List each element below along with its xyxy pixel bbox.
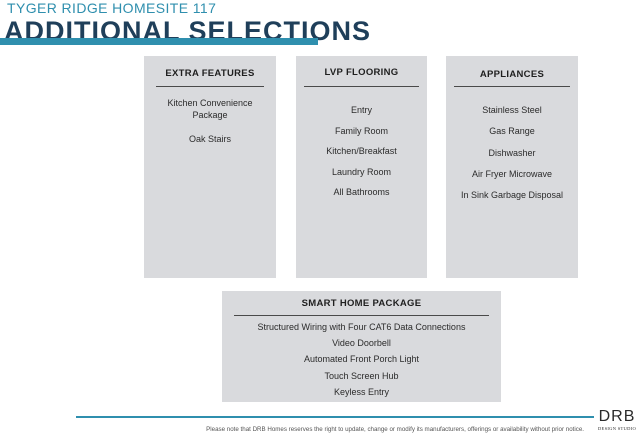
list-item: All Bathrooms [333, 187, 390, 198]
smart-home-list: Structured Wiring with Four CAT6 Data Co… [222, 319, 501, 400]
appliances-list: Stainless Steel Gas Range Dishwasher Air… [446, 100, 578, 206]
list-item: Dishwasher [488, 147, 536, 158]
extra-features-heading: EXTRA FEATURES [165, 68, 255, 79]
lvp-flooring-panel: LVP FLOORING Entry Family Room Kitchen/B… [296, 56, 427, 278]
list-item: In Sink Garbage Disposal [460, 190, 564, 201]
list-item: Kitchen Convenience Package [167, 98, 253, 120]
list-item: Stainless Steel [482, 105, 542, 115]
lvp-flooring-heading: LVP FLOORING [324, 67, 399, 78]
extra-features-divider [156, 86, 264, 87]
logo-mark: DRB [598, 408, 636, 425]
appliances-heading: APPLIANCES [479, 69, 545, 80]
list-item: Laundry Room [331, 166, 392, 177]
smart-home-heading: SMART HOME PACKAGE [301, 298, 422, 309]
list-item: Keyless Entry [333, 386, 390, 397]
list-item: Oak Stairs [188, 134, 231, 144]
list-item: Touch Screen Hub [324, 370, 399, 381]
list-item: Kitchen/Breakfast [326, 146, 397, 157]
appliances-divider [454, 86, 570, 87]
list-item: Video Doorbell [332, 338, 391, 349]
footer-divider [76, 416, 594, 418]
title-underline-bar [0, 38, 318, 45]
disclaimer-text: Please note that DRB Homes reserves the … [206, 426, 584, 433]
list-item: Automated Front Porch Light [303, 354, 420, 365]
extra-features-list: Kitchen Convenience Package Oak Stairs [144, 97, 276, 157]
list-item: Air Fryer Microwave [471, 168, 552, 179]
logo-subtitle: DESIGN STUDIO [597, 426, 637, 431]
drb-design-studio-logo: DRB DESIGN STUDIO [597, 409, 637, 436]
smart-home-panel: SMART HOME PACKAGE Structured Wiring wit… [222, 291, 501, 402]
homesite-kicker: TYGER RIDGE HOMESITE 117 [7, 0, 217, 16]
list-item: Structured Wiring with Four CAT6 Data Co… [257, 322, 466, 332]
list-item: Entry [350, 105, 372, 115]
lvp-flooring-divider [304, 86, 419, 87]
list-item: Gas Range [489, 126, 535, 137]
smart-home-divider [234, 315, 489, 316]
extra-features-panel: EXTRA FEATURES Kitchen Convenience Packa… [144, 56, 276, 278]
list-item: Family Room [334, 125, 388, 136]
appliances-panel: APPLIANCES Stainless Steel Gas Range Dis… [446, 56, 578, 278]
lvp-flooring-list: Entry Family Room Kitchen/Breakfast Laun… [296, 100, 427, 203]
